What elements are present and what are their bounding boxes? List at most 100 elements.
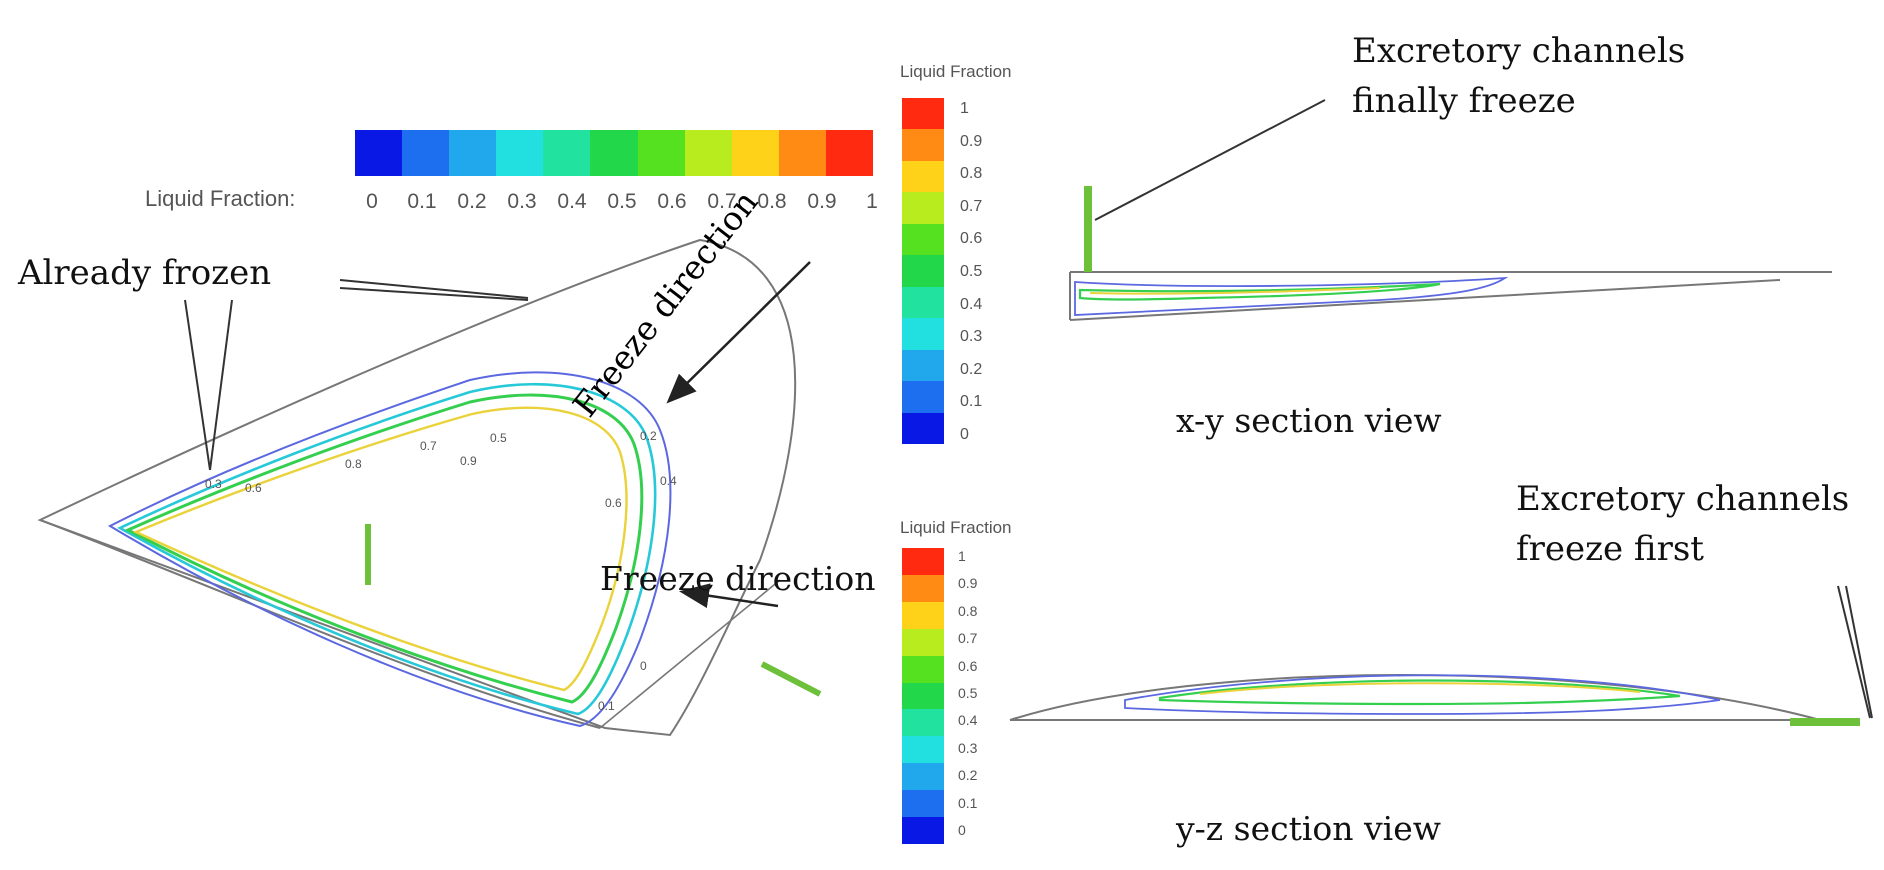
leader-frozen-2 xyxy=(209,299,233,471)
contour-cyan xyxy=(117,382,657,716)
leader-finally-freeze xyxy=(1094,99,1326,221)
contour-label: 0.3 xyxy=(205,477,222,491)
contour-label: 0.9 xyxy=(460,454,477,468)
colorbar-tick: 0.4 xyxy=(960,295,983,313)
horizontal-colorbar-tick: 0.9 xyxy=(807,190,837,213)
contour-label: 0.6 xyxy=(245,481,262,495)
colorbar-tick: 0.8 xyxy=(960,165,983,183)
contour-label: 0.1 xyxy=(598,699,615,713)
horizontal-colorbar-cell xyxy=(449,130,497,176)
colorbar-tick: 0.3 xyxy=(960,328,983,346)
contour-label: 0 xyxy=(640,659,647,673)
colorbar-tick: 0.7 xyxy=(958,630,978,647)
xy-contour-blue xyxy=(1074,276,1509,316)
colorbar-tick: 1 xyxy=(958,548,966,564)
contour-label: 0.6 xyxy=(605,496,622,510)
xy-section-view-label: x-y section view xyxy=(1176,401,1442,440)
horizontal-colorbar-cell xyxy=(590,130,638,176)
horizontal-colorbar-cell xyxy=(496,130,544,176)
horizontal-colorbar-label: Liquid Fraction: xyxy=(145,186,296,211)
freeze-direction-horizontal-label: Freeze direction xyxy=(600,559,876,598)
colorbar-cell xyxy=(902,709,944,737)
colorbar-tick: 1 xyxy=(960,100,969,117)
horizontal-colorbar-cell xyxy=(543,130,591,176)
channel-mark-main-2 xyxy=(760,661,822,697)
contour-outer-blue xyxy=(107,371,672,728)
colorbar-cell xyxy=(902,548,944,575)
colorbar-bottom-title: Liquid Fraction xyxy=(900,518,1012,537)
xy-section xyxy=(1069,99,1832,321)
part-diagonal-edge xyxy=(599,579,781,729)
colorbar-tick: 0.5 xyxy=(958,684,978,701)
contour-label: 0.8 xyxy=(345,457,362,471)
colorbar-cell xyxy=(902,98,944,130)
colorbar-tick: 0.3 xyxy=(958,739,978,756)
horizontal-colorbar-tick: 0.6 xyxy=(657,190,687,213)
contour-label: 0.4 xyxy=(660,474,677,488)
colorbar-cell xyxy=(902,129,944,161)
colorbar-cell xyxy=(902,223,944,256)
horizontal-colorbar-tick: 0.3 xyxy=(507,190,537,213)
xy-bottom-edge xyxy=(1069,279,1781,321)
horizontal-colorbar xyxy=(355,130,874,176)
horizontal-colorbar-tick: 0.7 xyxy=(707,190,737,213)
yz-section xyxy=(1009,585,1873,726)
colorbar-cell xyxy=(902,601,944,629)
colorbar-top-title: Liquid Fraction xyxy=(900,62,1012,81)
colorbar-cell xyxy=(902,736,944,764)
contour-yellow xyxy=(133,406,628,692)
leader-freeze-first-2 xyxy=(1845,585,1873,719)
horizontal-colorbar-tick: 0.2 xyxy=(457,190,487,213)
colorbar-tick: 0.6 xyxy=(960,230,983,248)
horizontal-colorbar-cell xyxy=(778,130,826,176)
colorbar-bottom xyxy=(902,548,944,844)
xy-contour-yellow xyxy=(1089,287,1381,295)
yz-contour-yellow xyxy=(1199,682,1641,695)
freeze-first-label-line1: Excretory channels xyxy=(1516,479,1850,519)
horizontal-colorbar-tick: 0.4 xyxy=(557,190,587,213)
colorbar-tick: 0.9 xyxy=(960,132,983,150)
horizontal-colorbar-cell xyxy=(637,130,685,176)
finally-freeze-label-line2: finally freeze xyxy=(1352,81,1576,121)
horizontal-colorbar-cell xyxy=(731,130,779,176)
horizontal-colorbar-cell xyxy=(825,130,874,176)
horizontal-colorbar-tick: 0.1 xyxy=(407,190,437,213)
contour-label: 0.2 xyxy=(640,429,657,443)
yz-contour-green xyxy=(1158,679,1681,706)
colorbar-tick: 0.7 xyxy=(960,197,983,215)
colorbar-cell xyxy=(902,255,944,287)
part-outline xyxy=(37,238,797,737)
part-bottom-edge xyxy=(39,519,601,729)
colorbar-cell xyxy=(902,160,944,193)
leader-frozen-3 xyxy=(339,279,529,299)
horizontal-colorbar-cell xyxy=(684,130,732,176)
colorbar-tick: 0.2 xyxy=(958,767,978,784)
colorbar-tick: 0.6 xyxy=(958,657,978,674)
colorbar-cell xyxy=(902,682,944,710)
colorbar-cell xyxy=(902,318,944,350)
freeze-direction-arrow-diag xyxy=(666,261,811,404)
contour-green xyxy=(124,393,644,704)
colorbar-cell xyxy=(902,574,944,602)
colorbar-tick: 0.1 xyxy=(958,794,978,811)
colorbar-tick: 0.2 xyxy=(960,360,983,378)
colorbar-tick: 0.9 xyxy=(958,575,978,592)
colorbar-cell xyxy=(902,192,944,224)
finally-freeze-label-line1: Excretory channels xyxy=(1352,31,1686,71)
colorbar-cell xyxy=(902,349,944,382)
horizontal-colorbar-tick: 0.8 xyxy=(757,190,787,213)
already-frozen-label: Already frozen xyxy=(18,253,272,293)
colorbar-cell xyxy=(902,412,944,444)
colorbar-cell xyxy=(902,763,944,791)
colorbar-cell xyxy=(902,381,944,413)
horizontal-colorbar-cell xyxy=(355,130,403,176)
colorbar-cell xyxy=(902,790,944,818)
xy-contour-green xyxy=(1078,282,1441,301)
freeze-first-label-line2: freeze first xyxy=(1516,529,1704,569)
leader-frozen-4 xyxy=(339,287,529,301)
horizontal-colorbar-tick: 1 xyxy=(866,190,878,213)
